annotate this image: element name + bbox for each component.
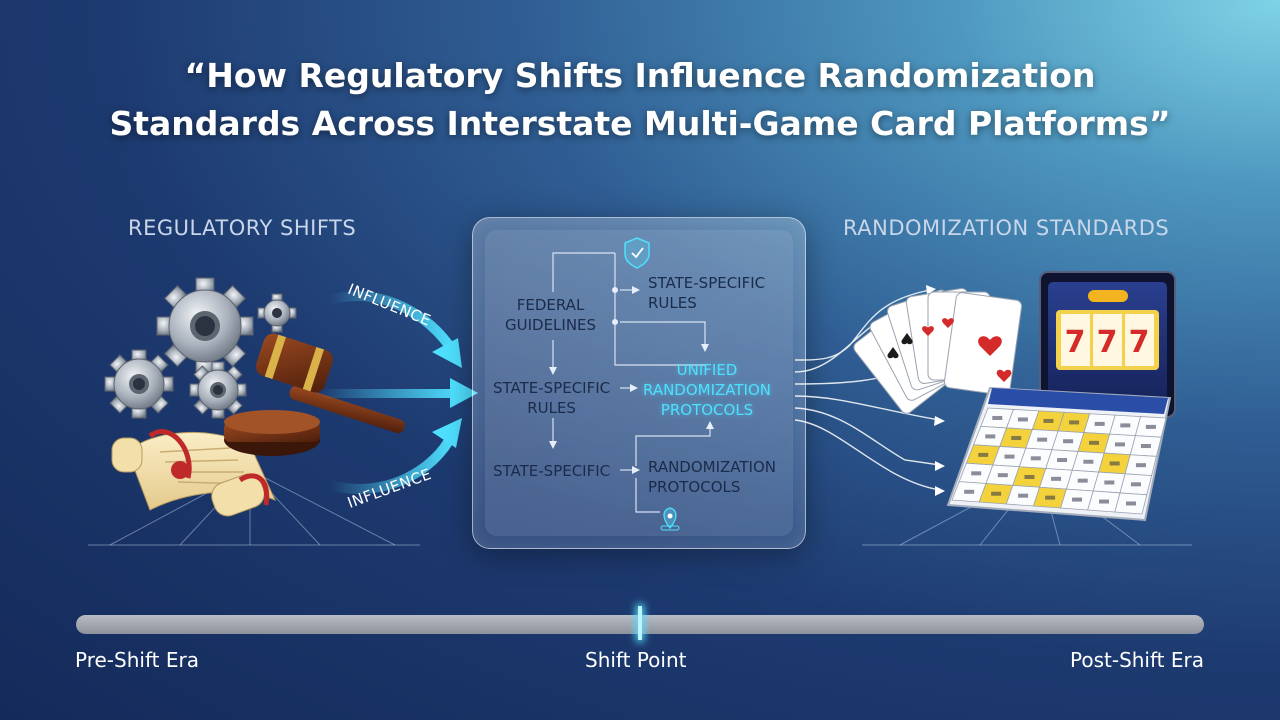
card-suits: [887, 318, 1012, 382]
bingo-cell-mark: [1018, 493, 1029, 498]
bingo-cell-mark: [1094, 421, 1105, 426]
bingo-cell-mark: [1089, 440, 1100, 445]
bingo-cell-mark: [1024, 475, 1035, 479]
slot-reel-1: 7: [1065, 325, 1086, 360]
state-specific-middle-text: STATE-SPECIFIC RULES: [493, 379, 611, 417]
randomization-protocols-node: RANDOMIZATION PROTOCOLS: [648, 457, 776, 497]
bingo-cell-mark: [1045, 495, 1056, 500]
influence-arrow-bottom: [328, 418, 462, 494]
bingo-cell-mark: [1120, 423, 1131, 428]
unified-protocols-text: UNIFIED RANDOMIZATION PROTOCOLS: [643, 361, 772, 419]
regulatory-shifts-heading: REGULATORY SHIFTS: [128, 216, 357, 240]
state-specific-top-node: STATE-SPECIFIC RULES: [648, 273, 765, 313]
panel-inner: [485, 230, 793, 536]
bingo-cell-mark: [971, 471, 982, 476]
state-specific-bottom-node: STATE-SPECIFIC: [493, 462, 611, 480]
bingo-cell-mark: [1004, 454, 1015, 459]
shield-icon: [624, 237, 650, 269]
bingo-cell-mark: [1140, 444, 1151, 449]
scroll-icon: [111, 429, 276, 517]
randomization-protocols-text: RANDOMIZATION PROTOCOLS: [648, 458, 777, 496]
bingo-cell-mark: [1083, 459, 1094, 464]
center-flow-panel: [472, 217, 806, 549]
slot-reel-2: 7: [1097, 325, 1118, 360]
bingo-cell-mark: [1114, 442, 1125, 447]
bingo-cell-mark: [1099, 499, 1110, 504]
slot-machine-icon: [1039, 271, 1176, 418]
shift-point-label: Shift Point: [585, 648, 687, 672]
bingo-cell-mark: [991, 491, 1002, 496]
bingo-cell-mark: [1011, 436, 1022, 441]
bingo-cell-mark: [1077, 478, 1088, 483]
bingo-cell-mark: [1104, 480, 1115, 485]
bingo-cell-mark: [1037, 437, 1048, 442]
bingo-cell-mark: [985, 434, 996, 439]
shift-point-marker: [636, 604, 644, 642]
bingo-cell-mark: [1063, 439, 1074, 444]
gavel-icon: [224, 333, 405, 456]
bingo-cell-mark: [1030, 456, 1041, 461]
influence-arrow-top: [328, 291, 462, 368]
randomization-standards-heading: RANDOMIZATION STANDARDS: [843, 216, 1170, 240]
bingo-cell-mark: [1130, 482, 1141, 487]
slot-reel-3: 7: [1129, 325, 1150, 360]
location-pin-icon: [660, 507, 680, 531]
bingo-cell-mark: [1017, 417, 1028, 422]
bingo-cell-mark: [1051, 476, 1062, 481]
gear-icon: [257, 293, 297, 333]
bingo-cell-mark: [1126, 501, 1136, 506]
bingo-cell-mark: [964, 489, 975, 494]
title-line-1: “How Regulatory Shifts Influence Randomi…: [184, 56, 1096, 95]
bingo-cell-mark: [1109, 461, 1120, 466]
post-shift-era-label: Post-Shift Era: [1070, 648, 1204, 672]
gear-icon: [189, 361, 247, 419]
bingo-cell-mark: [992, 415, 1003, 420]
bingo-cell-mark: [1072, 497, 1083, 502]
bingo-cell-mark: [1069, 420, 1080, 425]
gear-icon: [156, 277, 254, 375]
federal-guidelines-node: FEDERAL GUIDELINES: [505, 295, 596, 335]
unified-protocols-node: UNIFIED RANDOMIZATION PROTOCOLS: [643, 360, 771, 420]
bingo-grid: [951, 407, 1167, 515]
page-title: “How Regulatory Shifts Influence Randomi…: [0, 52, 1280, 148]
bingo-cell-mark: [1043, 418, 1054, 423]
bingo-cell-mark: [1057, 458, 1068, 463]
state-specific-middle-node: STATE-SPECIFIC RULES: [493, 378, 610, 418]
bingo-cell-mark: [1145, 424, 1156, 429]
pre-shift-era-label: Pre-Shift Era: [75, 648, 199, 672]
federal-line: FEDERAL GUIDELINES: [505, 296, 597, 334]
influence-arrow-middle: [320, 378, 478, 408]
bingo-cell-mark: [1135, 463, 1146, 468]
title-line-2: Standards Across Interstate Multi-Game C…: [109, 104, 1171, 143]
bingo-cell-mark: [997, 473, 1008, 478]
bingo-cell-mark: [978, 452, 989, 457]
state-specific-top-text: STATE-SPECIFIC RULES: [648, 274, 766, 312]
gear-icon: [104, 349, 174, 419]
